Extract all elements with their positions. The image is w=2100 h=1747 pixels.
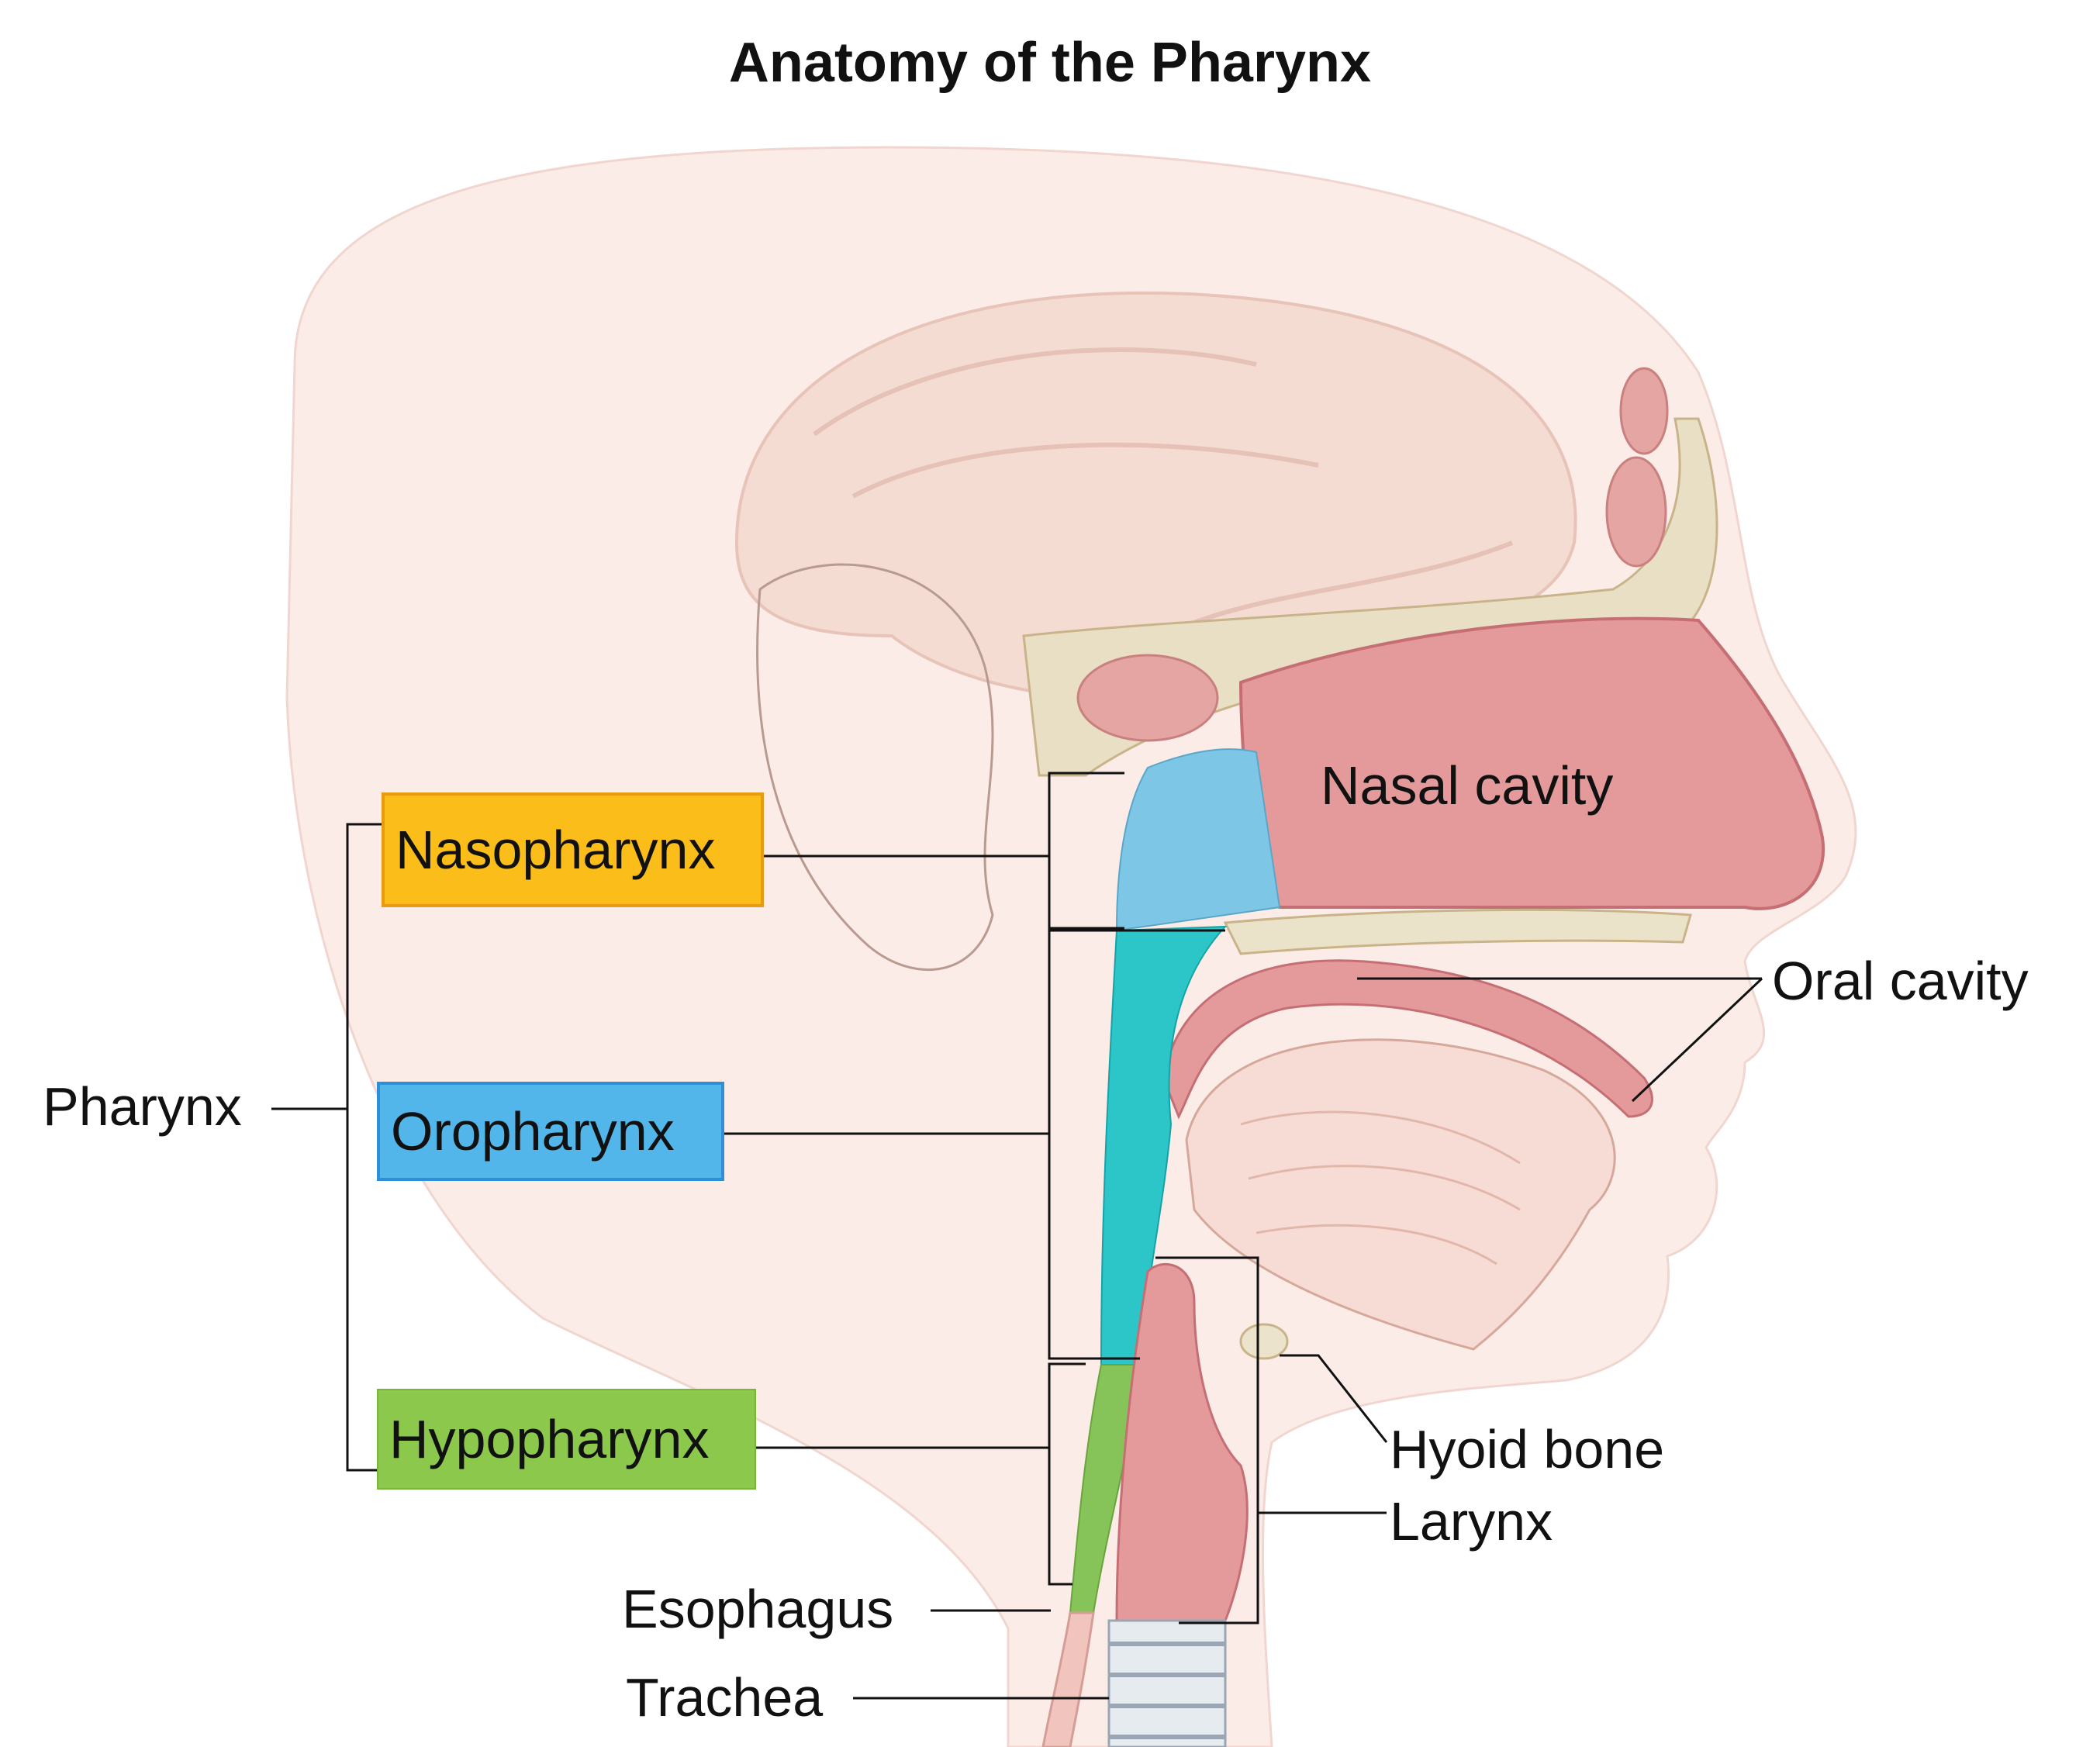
frontal-sinus bbox=[1619, 367, 1669, 455]
oral-cavity-label: Oral cavity bbox=[1772, 951, 2029, 1011]
diagram-title: Anatomy of the Pharynx bbox=[728, 32, 1372, 94]
trachea-label: Trachea bbox=[626, 1667, 824, 1728]
hyoid-bone-shape bbox=[1239, 1323, 1289, 1360]
nasal-cavity-label: Nasal cavity bbox=[1321, 755, 1614, 816]
esophagus-label: Esophagus bbox=[622, 1579, 894, 1639]
oropharynx-box: Oropharynx bbox=[377, 1082, 724, 1181]
connector-lines bbox=[271, 772, 1763, 1700]
larynx-shape bbox=[1115, 1263, 1249, 1622]
nasopharynx-box: Nasopharynx bbox=[382, 792, 764, 907]
esophagus-shape bbox=[1041, 1611, 1095, 1747]
sphenoid-sinus bbox=[1076, 654, 1219, 742]
oral-cavity-region bbox=[1162, 959, 1653, 1120]
hard-palate bbox=[1223, 908, 1692, 955]
tongue bbox=[1185, 1038, 1616, 1351]
trachea-rings bbox=[1107, 1619, 1227, 1747]
hypopharynx-box: Hypopharynx bbox=[377, 1389, 756, 1490]
larynx-label: Larynx bbox=[1390, 1491, 1553, 1552]
hyoid-bone-label: Hyoid bone bbox=[1390, 1419, 1665, 1479]
ear-outline bbox=[756, 563, 994, 971]
pharynx-label: Pharynx bbox=[43, 1076, 242, 1137]
